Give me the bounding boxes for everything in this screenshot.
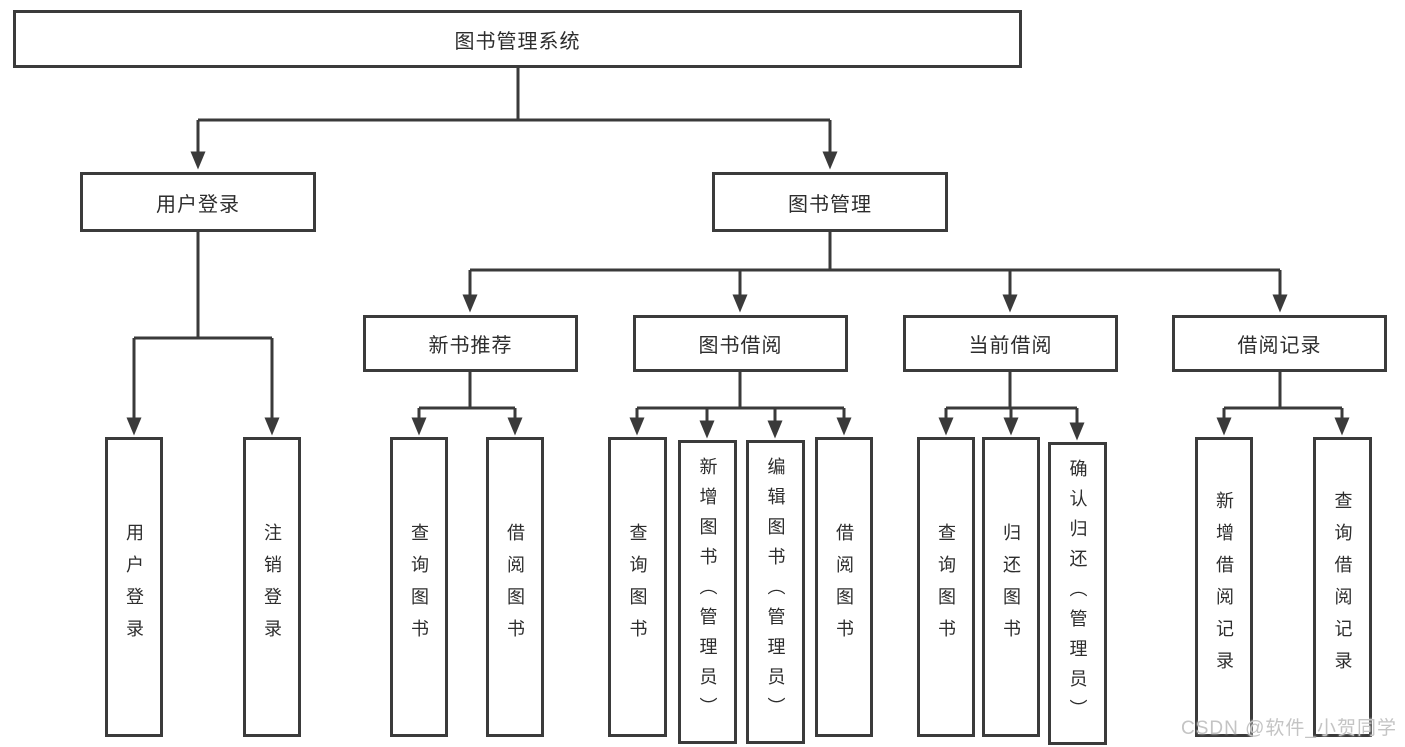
leaf-query-books-current: 查询图书	[917, 437, 975, 737]
node-book-management: 图书管理	[712, 172, 948, 232]
node-book-borrow: 图书借阅	[633, 315, 848, 372]
node-new-book-recommend: 新书推荐	[363, 315, 578, 372]
node-current-borrow: 当前借阅	[903, 315, 1118, 372]
leaf-add-borrow-record: 新增借阅记录	[1195, 437, 1253, 737]
node-user-login: 用户登录	[80, 172, 316, 232]
node-root-book-management-system: 图书管理系统	[13, 10, 1022, 68]
leaf-query-borrow-record: 查询借阅记录	[1313, 437, 1372, 737]
leaf-query-books-recommend: 查询图书	[390, 437, 448, 737]
leaf-logout: 注销登录	[243, 437, 301, 737]
leaf-user-login: 用户登录	[105, 437, 163, 737]
leaf-borrow-books: 借阅图书	[815, 437, 873, 737]
leaf-return-book: 归还图书	[982, 437, 1040, 737]
leaf-edit-book-admin: 编辑图书（管理员）	[746, 440, 805, 744]
leaf-borrow-books-recommend: 借阅图书	[486, 437, 544, 737]
leaf-confirm-return-admin: 确认归还（管理员）	[1048, 442, 1107, 745]
node-borrow-records: 借阅记录	[1172, 315, 1387, 372]
leaf-add-book-admin: 新增图书（管理员）	[678, 440, 737, 744]
leaf-query-books-borrow: 查询图书	[608, 437, 667, 737]
csdn-watermark: CSDN @软件_小贺同学	[1181, 718, 1397, 739]
